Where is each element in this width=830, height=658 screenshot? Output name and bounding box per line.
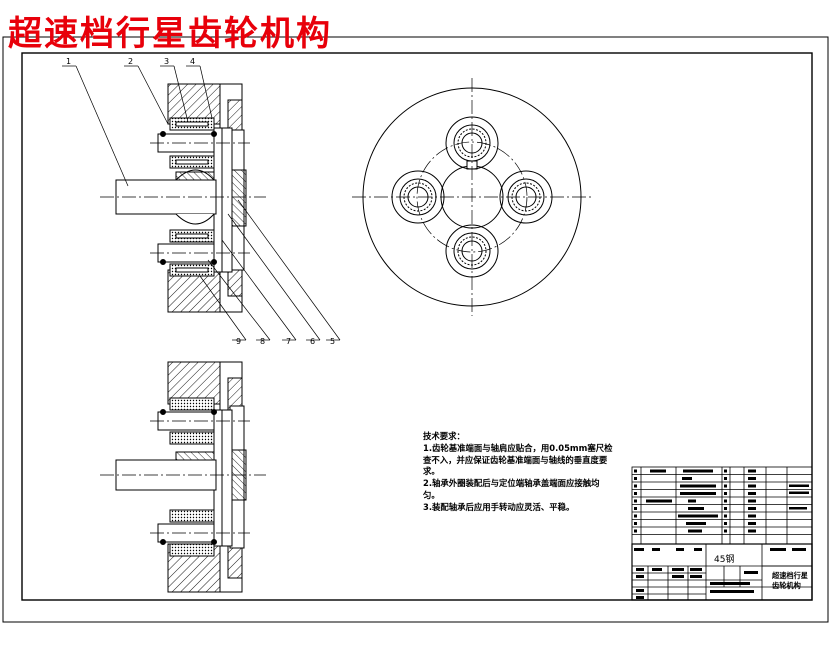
leader-number-8: 8 — [260, 337, 265, 346]
technical-requirements: 技术要求： 1.齿轮基准端面与轴肩应贴合，用0.05mm塞尺检查不入，并应保证齿… — [423, 431, 613, 514]
bottom-section-view — [100, 361, 266, 593]
leader-number-4: 4 — [190, 57, 195, 66]
planet-gear-right — [499, 170, 553, 224]
note-item-3: 3.装配轴承后应用手转动应灵活、平稳。 — [423, 501, 575, 512]
leader-number-1: 1 — [66, 57, 71, 66]
leader-number-2: 2 — [128, 57, 133, 66]
parts-list-entries — [634, 469, 809, 533]
drawing-title: 超速档行星齿轮机构 — [8, 14, 332, 54]
leader-number-6: 6 — [310, 337, 315, 346]
title-block-entries — [634, 548, 806, 599]
planet-gear-bottom — [445, 224, 499, 278]
planet-gear-top — [445, 116, 499, 170]
leader-number-7: 7 — [286, 337, 291, 346]
leader-number-9: 9 — [236, 337, 241, 346]
sheet-border — [2, 36, 829, 623]
note-item-1: 1.齿轮基准端面与轴肩应贴合，用0.05mm塞尺检查不入，并应保证齿轮基准端面与… — [423, 442, 613, 477]
note-item-2: 2.轴承外圈装配后与定位端轴承盖端面应接触均匀。 — [423, 478, 600, 500]
top-section-view — [62, 65, 341, 341]
drawing-name-line-1: 超速档行星 — [771, 571, 808, 580]
notes-heading: 技术要求： — [423, 431, 465, 441]
title-block — [631, 543, 813, 601]
leader-number-5: 5 — [330, 337, 335, 346]
leader-numbers: 1 2 3 4 9 8 7 6 5 — [66, 57, 335, 346]
material-label: 45钢 — [714, 553, 734, 565]
planet-gear-left — [391, 170, 445, 224]
leader-number-3: 3 — [164, 57, 169, 66]
end-view — [352, 78, 592, 316]
parts-list — [631, 466, 813, 545]
drawing-name-line-2: 齿轮机构 — [772, 581, 801, 590]
